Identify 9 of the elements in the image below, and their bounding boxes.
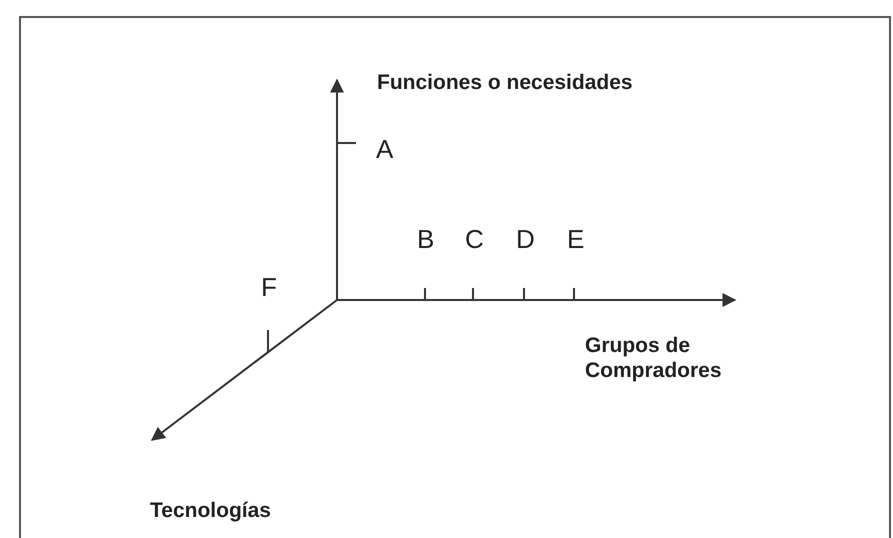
- axis-point-label: A: [376, 134, 394, 164]
- axis-point-label: B: [417, 224, 434, 254]
- axis-point-label: C: [465, 224, 484, 254]
- axis-title: Funciones o necesidades: [377, 70, 633, 95]
- axis-title: Tecnologías: [150, 498, 271, 523]
- axis-point-label: D: [516, 224, 535, 254]
- axis-point-label: F: [261, 272, 277, 302]
- axis-point-label: E: [567, 224, 584, 254]
- axis-title: Grupos de Compradores: [585, 333, 723, 383]
